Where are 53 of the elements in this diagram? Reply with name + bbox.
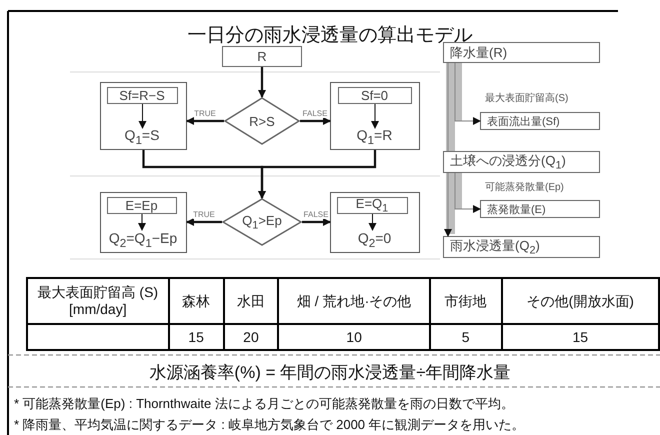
table-cell: 5 — [430, 324, 502, 350]
edge-label: TRUE — [193, 210, 215, 219]
arrow — [138, 214, 146, 231]
arrow — [302, 218, 331, 226]
table-cell: 畑 / 荒れ地·その他 — [278, 278, 430, 324]
formula-text: 水源涵養率(%) = 年間の雨水浸透量÷年間降水量 — [148, 362, 512, 384]
process-box: 雨水浸透量(Q$_{2}$) — [443, 236, 600, 258]
arrow — [258, 150, 376, 199]
side-label: 可能蒸発散量(Ep) — [485, 180, 564, 194]
side-label: 最大表面貯留高(S) — [485, 92, 568, 105]
formula-text: Q$_{2}$=0 — [336, 230, 412, 250]
table-cell: その他(開放水面) — [502, 278, 659, 324]
process-box: E=Ep — [106, 196, 176, 214]
table-cell: 最大表面貯留高 (S) [mm/day] — [27, 278, 169, 324]
group-box — [330, 82, 420, 150]
decision-diamond: Q$_{1}$>Ep — [222, 198, 302, 246]
decision-diamond: R>S — [224, 97, 300, 145]
arrow — [258, 67, 266, 98]
group-box — [330, 192, 420, 253]
process-box: E=Q$_{1}$ — [336, 196, 408, 214]
formula-text: Q$_{1}$=S — [106, 128, 178, 146]
table-cell: 水田 — [224, 278, 278, 324]
process-box: 降水量(R) — [443, 42, 600, 63]
edge-label: TRUE — [194, 109, 216, 118]
table-cell: 15 — [502, 324, 659, 350]
table-cell: 森林 — [168, 278, 224, 324]
arrow — [454, 62, 481, 125]
arrow — [300, 117, 331, 125]
edge-label: FALSE — [302, 109, 328, 118]
process-box: 表面流出量(Sf) — [480, 112, 600, 130]
group-box — [100, 192, 187, 253]
process-box: 蒸発散量(E) — [480, 200, 600, 218]
arrow — [186, 218, 222, 226]
formula-text: Q$_{1}$=R — [338, 128, 412, 146]
arrow — [454, 172, 481, 213]
footnote: * 降雨量、平均気温に関するデータ : 岐阜地方気象台で 2000 年に観測データを用いた。 — [14, 416, 525, 434]
arrow — [186, 117, 224, 125]
arrow — [371, 104, 379, 129]
process-box: Sf=R−S — [106, 86, 178, 104]
arrow — [368, 214, 376, 231]
footnote: * 可能蒸発散量(Ep) : Thornthwaite 法による月ごとの可能蒸発散量を雨の日数で平均。 — [14, 395, 514, 413]
formula-text: Q$_{2}$=Q$_{1}$−Ep — [102, 230, 184, 250]
arrow — [444, 172, 452, 237]
table-cell: 市街地 — [430, 278, 502, 324]
table-cell: 15 — [168, 324, 224, 350]
process-box: R — [222, 46, 302, 67]
table-cell: 10 — [278, 324, 430, 350]
edge-label: FALSE — [304, 210, 328, 219]
arrow — [138, 104, 146, 129]
table-cell: 20 — [224, 324, 278, 350]
group-box — [100, 82, 187, 150]
process-box: Sf=0 — [338, 86, 412, 104]
process-box: 土壌への浸透分(Q$_{1}$) — [443, 151, 600, 173]
